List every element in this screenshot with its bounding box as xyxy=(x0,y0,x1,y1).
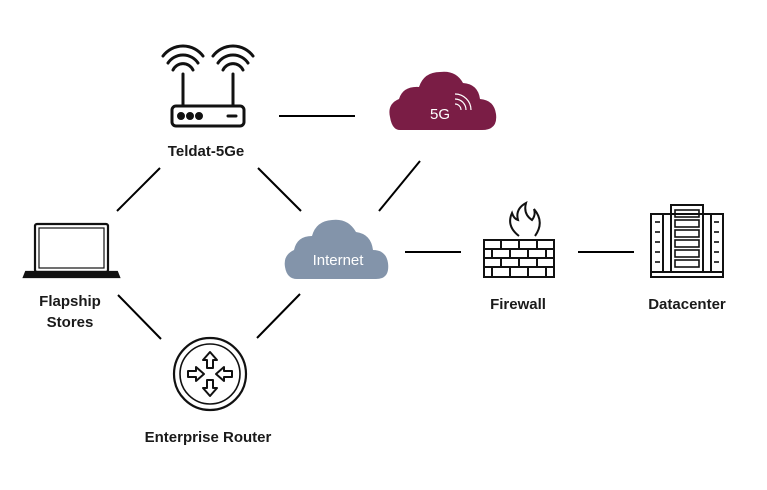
cloud-icon xyxy=(284,219,389,279)
firewall-label: Firewall xyxy=(490,296,546,313)
link-internet-enterprise-router xyxy=(256,293,301,339)
laptop-icon xyxy=(22,222,121,279)
cloud-5g-label: 5G xyxy=(430,106,450,123)
link-cloud5g-internet xyxy=(378,160,421,212)
link-laptop-enterprise-router xyxy=(117,294,162,340)
wifi-router-icon xyxy=(161,44,255,128)
router-icon xyxy=(172,336,248,412)
laptop-label-line1: Flapship xyxy=(39,293,101,310)
enterprise-router-label: Enterprise Router xyxy=(145,429,272,446)
connectors xyxy=(116,115,634,340)
datacenter-label: Datacenter xyxy=(648,296,726,313)
firewall-icon xyxy=(483,200,555,278)
link-router5g-laptop xyxy=(116,167,161,212)
laptop-label-line2: Stores xyxy=(47,314,94,331)
cloud-5g-icon xyxy=(389,71,497,130)
router-5g-label: Teldat-5Ge xyxy=(168,143,244,160)
internet-label: Internet xyxy=(313,252,365,269)
server-rack-icon xyxy=(650,204,724,278)
link-router5g-internet xyxy=(257,167,302,212)
